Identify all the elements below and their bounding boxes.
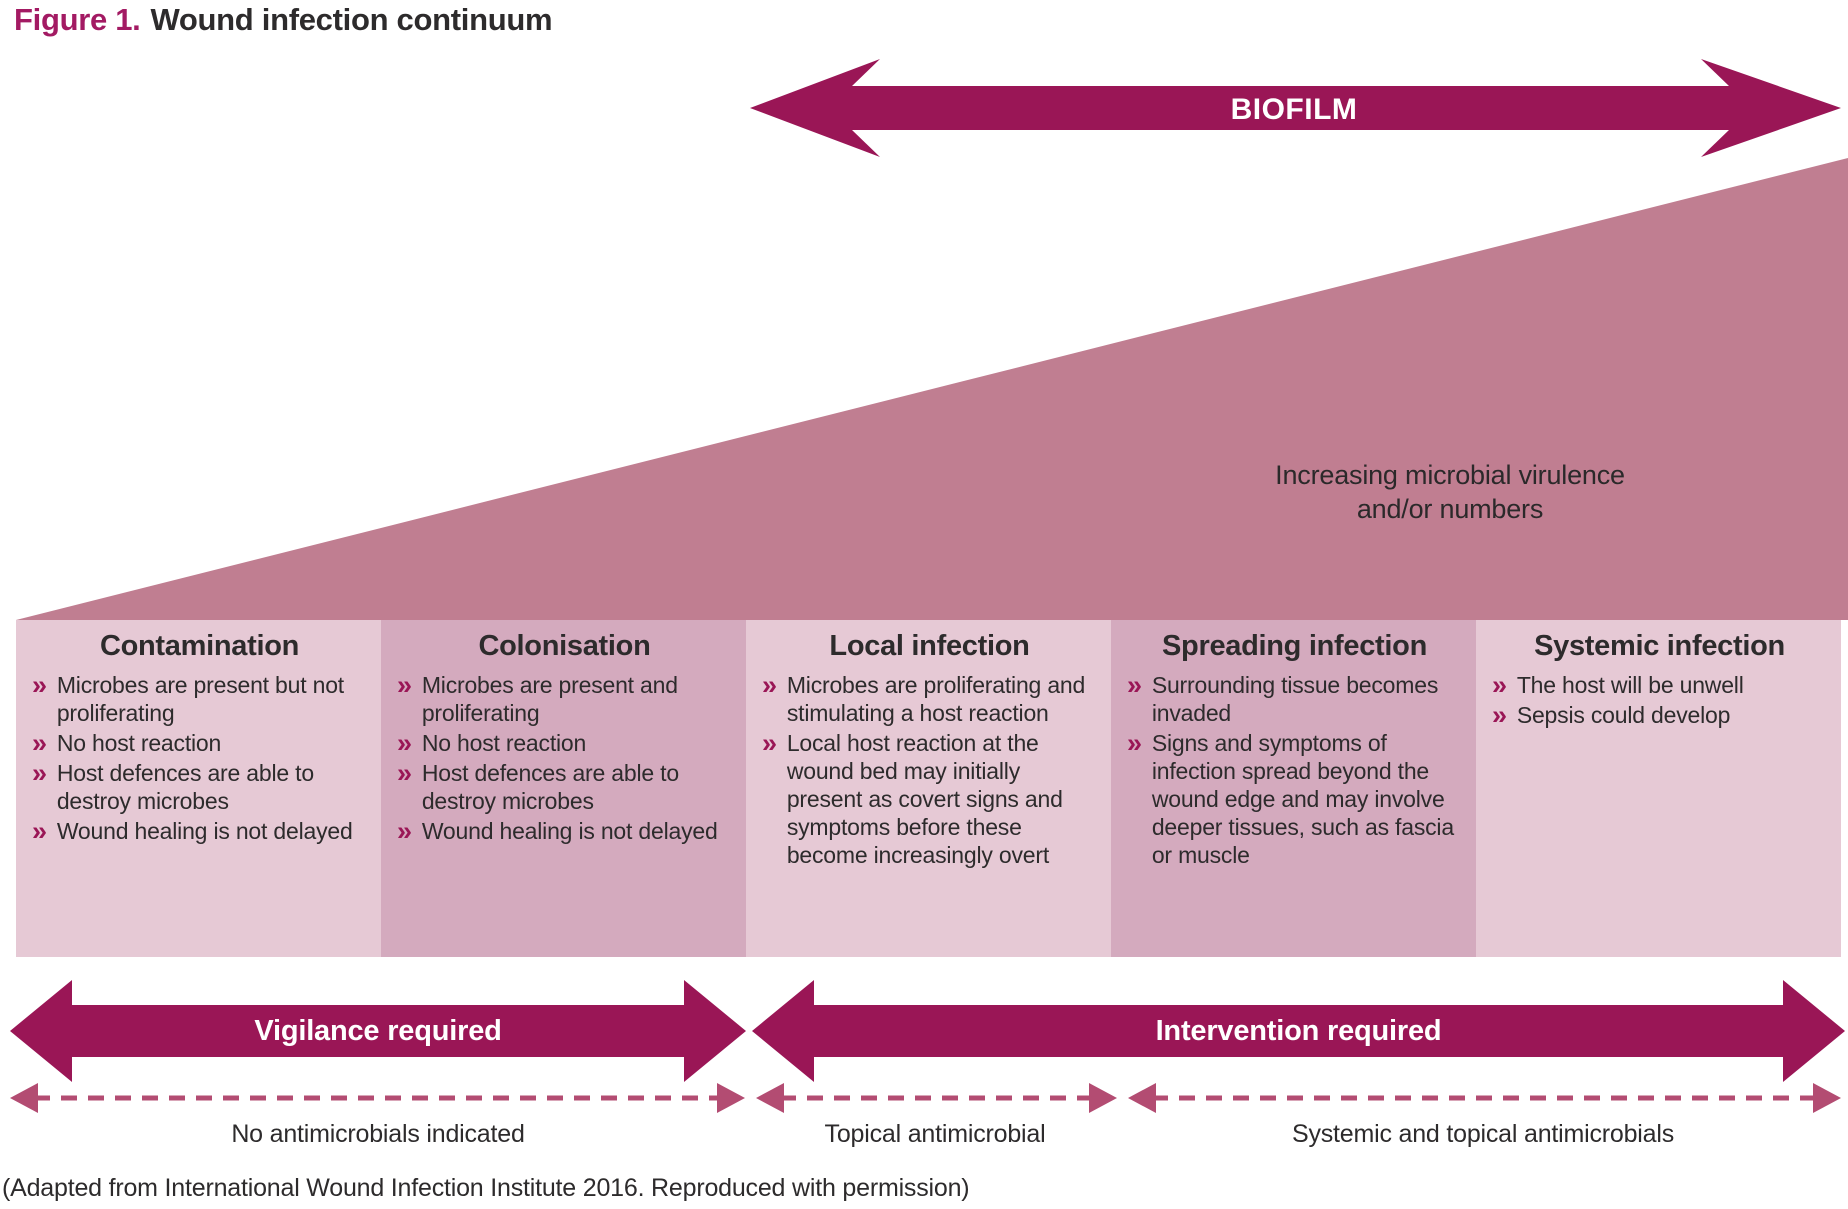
list-item: » Local host reaction at the wound bed ma… bbox=[760, 729, 1099, 869]
dashed-arrow-icon bbox=[10, 1083, 745, 1113]
list-item: » No host reaction bbox=[30, 729, 369, 757]
bullet-text: The host will be unwell bbox=[1516, 672, 1744, 698]
double-arrow-icon bbox=[10, 980, 746, 1082]
list-item: » Host defences are able to destroy micro… bbox=[395, 759, 734, 815]
bullet-text: Microbes are present but not proliferati… bbox=[56, 672, 344, 727]
chevron-bullet-icon: » bbox=[397, 758, 412, 789]
intervention-arrow: Intervention required bbox=[750, 978, 1847, 1084]
chevron-bullet-icon: » bbox=[1492, 670, 1507, 700]
vigilance-label: Vigilance required bbox=[254, 1014, 502, 1047]
bullet-text: Wound healing is not delayed bbox=[421, 818, 718, 845]
chevron-bullet-icon: » bbox=[397, 728, 412, 759]
figure-title: Figure 1. Wound infection continuum bbox=[14, 2, 553, 38]
bullet-text: No host reaction bbox=[56, 730, 222, 757]
column-title: Colonisation bbox=[478, 630, 651, 662]
bullet-text: Host defences are able to destroy microb… bbox=[421, 760, 679, 815]
virulence-wedge-icon bbox=[16, 158, 1848, 620]
dashed-arrow-icon bbox=[1128, 1083, 1841, 1113]
figure-title-text: Wound infection continuum bbox=[150, 2, 553, 37]
figure-number: Figure 1. bbox=[14, 2, 141, 37]
column-systemic-infection: Systemic infection » The host will be unw… bbox=[1476, 620, 1841, 957]
list-item: » The host will be unwell bbox=[1490, 671, 1829, 699]
chevron-bullet-icon: » bbox=[397, 816, 412, 847]
virulence-label-line2: and/or numbers bbox=[1356, 494, 1544, 525]
column-title: Systemic infection bbox=[1534, 630, 1785, 662]
bullet-text: No host reaction bbox=[421, 730, 587, 757]
chevron-bullet-icon: » bbox=[1127, 670, 1142, 700]
bullet-text: Local host reaction at the wound bed may… bbox=[786, 730, 1063, 869]
list-item: » Wound healing is not delayed bbox=[395, 817, 734, 845]
chevron-bullet-icon: » bbox=[32, 758, 47, 789]
chevron-bullet-icon: » bbox=[32, 728, 47, 759]
zone-label-systemic-topical: Systemic and topical antimicrobials bbox=[1291, 1120, 1675, 1148]
zone-label-no-antimicrobials: No antimicrobials indicated bbox=[231, 1120, 525, 1148]
column-colonisation: Colonisation » Microbes are present and p… bbox=[381, 620, 746, 957]
bullet-text: Microbes are proliferating and stimulati… bbox=[786, 672, 1086, 727]
double-arrow-icon bbox=[750, 59, 1841, 157]
virulence-label-line1: Increasing microbial virulence bbox=[1275, 460, 1625, 490]
list-item: » Surrounding tissue becomes invaded bbox=[1125, 671, 1464, 727]
column-title: Contamination bbox=[99, 630, 300, 662]
column-local-infection: Local infection » Microbes are proliferat… bbox=[746, 620, 1111, 957]
list-item: » No host reaction bbox=[395, 729, 734, 757]
list-item: » Host defences are able to destroy micro… bbox=[30, 759, 369, 815]
stage-columns: Contamination » Microbes are present but … bbox=[16, 620, 1841, 957]
bullet-text: Microbes are present and proliferating bbox=[421, 672, 678, 727]
list-item: » Microbes are present but not proliferat… bbox=[30, 671, 369, 727]
list-item: » Microbes are proliferating and stimulat… bbox=[760, 671, 1099, 727]
bullet-text: Surrounding tissue becomes invaded bbox=[1151, 672, 1439, 727]
intervention-label: Intervention required bbox=[1155, 1014, 1442, 1047]
column-title: Spreading infection bbox=[1162, 630, 1427, 662]
double-arrow-icon bbox=[752, 980, 1845, 1082]
dashed-zone-arrows bbox=[10, 1083, 1841, 1113]
column-title: Local infection bbox=[829, 630, 1030, 662]
bullet-text: Sepsis could develop bbox=[1516, 702, 1731, 729]
bullet-text: Signs and symptoms of infection spread b… bbox=[1151, 730, 1454, 869]
list-item: » Signs and symptoms of infection spread … bbox=[1125, 729, 1464, 869]
chevron-bullet-icon: » bbox=[762, 670, 777, 700]
list-item: » Wound healing is not delayed bbox=[30, 817, 369, 845]
vigilance-arrow: Vigilance required bbox=[8, 978, 748, 1084]
column-spreading-infection: Spreading infection » Surrounding tissue … bbox=[1111, 620, 1476, 957]
chevron-bullet-icon: » bbox=[762, 728, 777, 759]
zone-label-topical: Topical antimicrobial bbox=[824, 1120, 1046, 1148]
biofilm-arrow: BIOFILM bbox=[740, 50, 1848, 170]
attribution-text: (Adapted from International Wound Infect… bbox=[2, 1174, 970, 1202]
list-item: » Sepsis could develop bbox=[1490, 701, 1829, 729]
chevron-bullet-icon: » bbox=[32, 816, 47, 847]
list-item: » Microbes are present and proliferating bbox=[395, 671, 734, 727]
chevron-bullet-icon: » bbox=[32, 670, 47, 700]
chevron-bullet-icon: » bbox=[1492, 700, 1507, 731]
virulence-label: Increasing microbial virulence and/or nu… bbox=[1180, 458, 1720, 527]
bullet-text: Host defences are able to destroy microb… bbox=[56, 760, 314, 815]
chevron-bullet-icon: » bbox=[1127, 728, 1142, 759]
bullet-text: Wound healing is not delayed bbox=[56, 818, 353, 845]
dashed-arrow-icon bbox=[756, 1083, 1117, 1113]
biofilm-label: BIOFILM bbox=[1230, 93, 1358, 126]
chevron-bullet-icon: » bbox=[397, 670, 412, 700]
column-contamination: Contamination » Microbes are present but … bbox=[16, 620, 381, 957]
